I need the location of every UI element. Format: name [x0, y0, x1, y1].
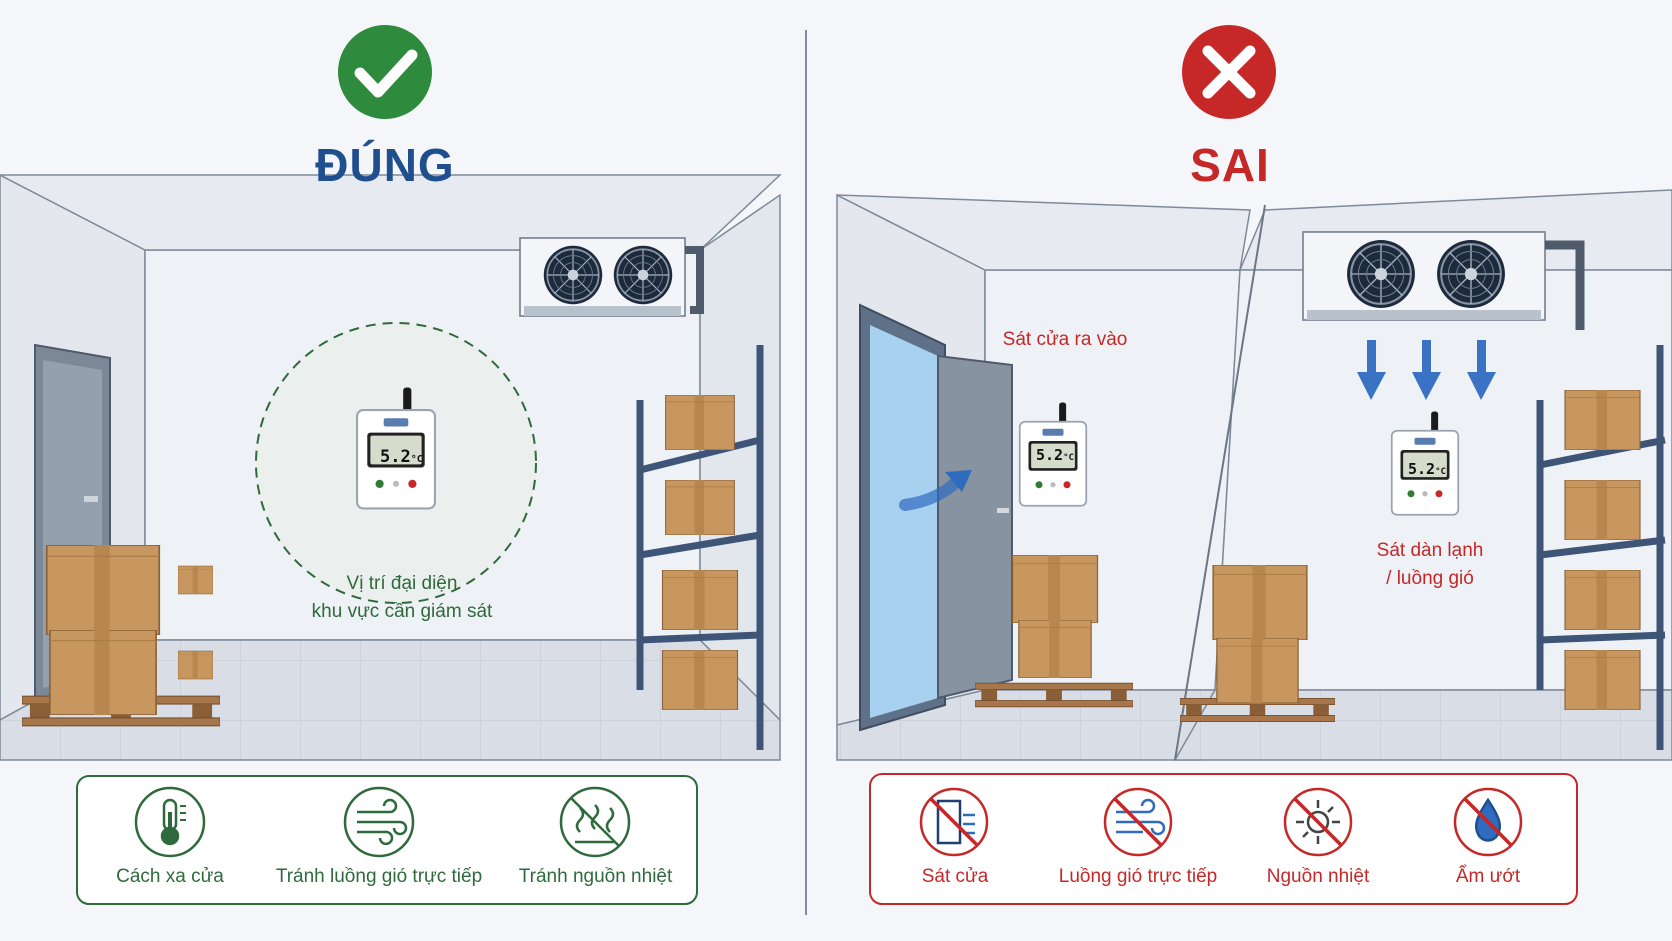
lcd-reading-cooler: 5.2°C	[1408, 460, 1446, 478]
no-door-icon	[919, 787, 989, 857]
wrong-title: SAI	[1190, 139, 1270, 191]
wind-icon	[343, 786, 415, 858]
wrong-room	[836, 189, 1672, 761]
lcd-reading-correct: 5.2°C	[380, 447, 423, 467]
no-sun-icon	[1283, 787, 1353, 857]
no-water-icon	[1453, 787, 1523, 857]
wrong-feature-panel	[869, 773, 1578, 905]
feature-label: Cách xa cửa	[116, 866, 224, 887]
correct-caption: Vị trí đại diện khu vực cần giám sát	[311, 573, 493, 622]
cross-icon	[1182, 25, 1276, 119]
feature-label: Tránh luồng gió trực tiếp	[275, 866, 483, 887]
feature-label: Ẩm ướt	[1455, 866, 1521, 887]
feature-label: Luồng gió trực tiếp	[1058, 866, 1218, 887]
feature-label: Nguồn nhiệt	[1266, 866, 1370, 887]
correct-feature-panel	[76, 775, 698, 905]
thermometer-icon	[134, 786, 206, 858]
lcd-reading-door: 5.2°C	[1036, 446, 1074, 464]
check-icon	[338, 25, 432, 119]
no-wind-icon	[1103, 787, 1173, 857]
cooler-label: Sát dàn lạnh / luồng gió	[1376, 540, 1484, 589]
correct-room	[0, 174, 782, 761]
feature-label: Tránh nguồn nhiệt	[518, 866, 673, 887]
door-label: Sát cửa ra vào	[1002, 329, 1128, 350]
feature-label: Sát cửa	[921, 866, 989, 887]
correct-title: ĐÚNG	[315, 139, 455, 191]
no-heat-icon	[559, 786, 631, 858]
